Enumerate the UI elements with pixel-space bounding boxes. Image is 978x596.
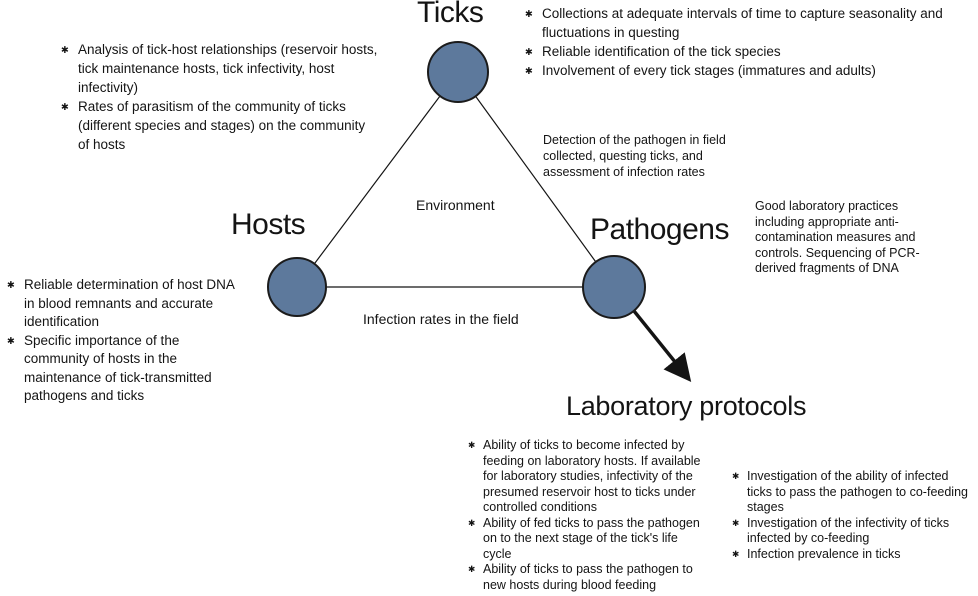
pathogens-node-label: Pathogens [590,213,729,246]
edge-ticks-hosts [296,71,459,288]
list-item: Rates of parasitism of the community of … [60,97,378,154]
good-lab-practices-note: Good laboratory practices including appr… [755,199,920,275]
list-item: Investigation of the ability of infected… [731,469,973,516]
environment-label: Environment [416,197,495,213]
ticks-node-label: Ticks [417,0,484,29]
list-item: Involvement of every tick stages (immatu… [524,61,969,81]
infection-rates-edge-label: Infection rates in the field [363,311,519,327]
tick-host-analysis-list: Analysis of tick-host relationships (res… [60,40,378,154]
ticks-node-circle [427,41,489,103]
arrow-pathogens-to-lab [632,309,692,382]
lab-protocols-right-list: Investigation of the ability of infected… [731,469,973,562]
hosts-node-label: Hosts [231,208,306,241]
pathogen-detection-note: Detection of the pathogen in field colle… [543,133,726,179]
list-item: Ability of ticks to become infected by f… [467,438,701,516]
list-item: Investigation of the infectivity of tick… [731,516,973,547]
ticks-collections-list: Collections at adequate intervals of tim… [524,4,969,81]
lab-protocols-left-list: Ability of ticks to become infected by f… [467,438,701,593]
list-item: Analysis of tick-host relationships (res… [60,40,378,97]
edge-ticks-pathogens [457,71,615,288]
list-item: Ability of fed ticks to pass the pathoge… [467,516,701,563]
list-item: Collections at adequate intervals of tim… [524,4,969,42]
hosts-determination-list: Reliable determination of host DNA in bl… [6,276,242,406]
list-item: Reliable determination of host DNA in bl… [6,276,242,332]
list-item: Specific importance of the community of … [6,332,242,406]
list-item: Reliable identification of the tick spec… [524,42,969,62]
pathogens-node-circle [582,255,646,319]
list-item: Infection prevalence in ticks [731,547,973,563]
hosts-node-circle [267,257,327,317]
list-item: Ability of ticks to pass the pathogen to… [467,562,701,593]
laboratory-protocols-heading: Laboratory protocols [566,391,807,421]
